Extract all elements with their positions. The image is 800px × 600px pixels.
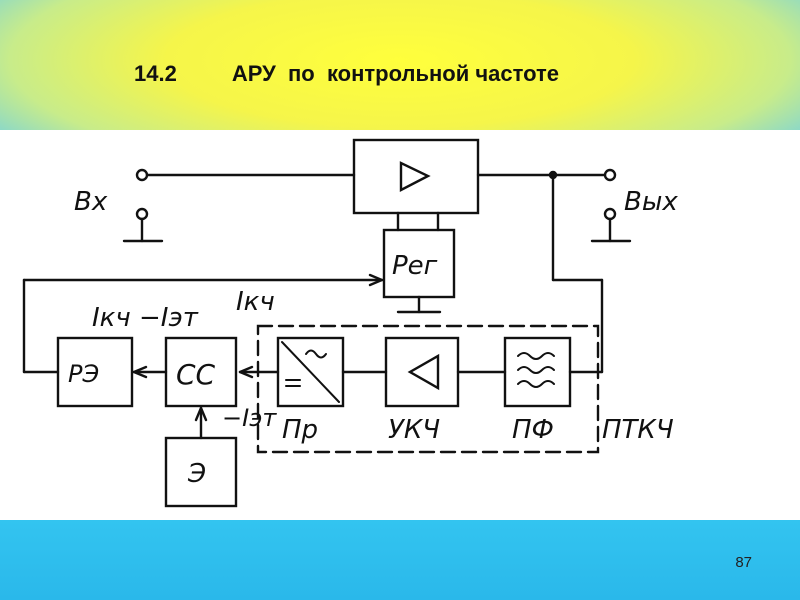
output-label: Вых: [624, 187, 678, 217]
input-terminal-top: [135, 168, 149, 182]
pr-label: Пр: [282, 415, 318, 445]
page-number: 87: [735, 554, 752, 571]
ptkch-label: ПТКЧ: [602, 415, 674, 445]
current-et-label: −Iэт: [222, 404, 277, 432]
current-kch-minus-et-label: Iкч −Iэт: [92, 303, 199, 333]
ss-label: СС: [176, 358, 216, 391]
input-label: Вх: [74, 187, 108, 217]
ptkch-dashed-frame: [256, 324, 600, 454]
slide-title: 14.2 АРУ по контрольной частоте: [134, 61, 560, 86]
ukch-label: УКЧ: [388, 415, 440, 445]
pf-label: ПФ: [512, 415, 554, 445]
converter-icon: [281, 341, 340, 403]
e-label: Э: [187, 459, 206, 489]
slide-header: 14.2 АРУ по контрольной частоте: [0, 0, 800, 130]
amplifier-triangle-icon: [399, 161, 431, 192]
amplifier-triangle-left-icon: [407, 353, 440, 391]
bandpass-filter-icon: [517, 352, 555, 388]
main-amplifier-block: [352, 138, 480, 215]
input-terminal-bottom: [135, 207, 149, 221]
ukch-block: [384, 336, 460, 408]
re-label: РЭ: [68, 360, 99, 388]
output-terminal-bottom: [603, 207, 617, 221]
current-kch-label: Iкч: [236, 287, 275, 317]
regulator-label: Рег: [392, 251, 438, 281]
output-terminal-top: [603, 168, 617, 182]
block-diagram: Вх Вых Рег РЭ СС Э Пр УКЧ ПФ ПТКЧ Iкч −I…: [22, 138, 678, 508]
slide-footer: 87: [0, 520, 800, 600]
